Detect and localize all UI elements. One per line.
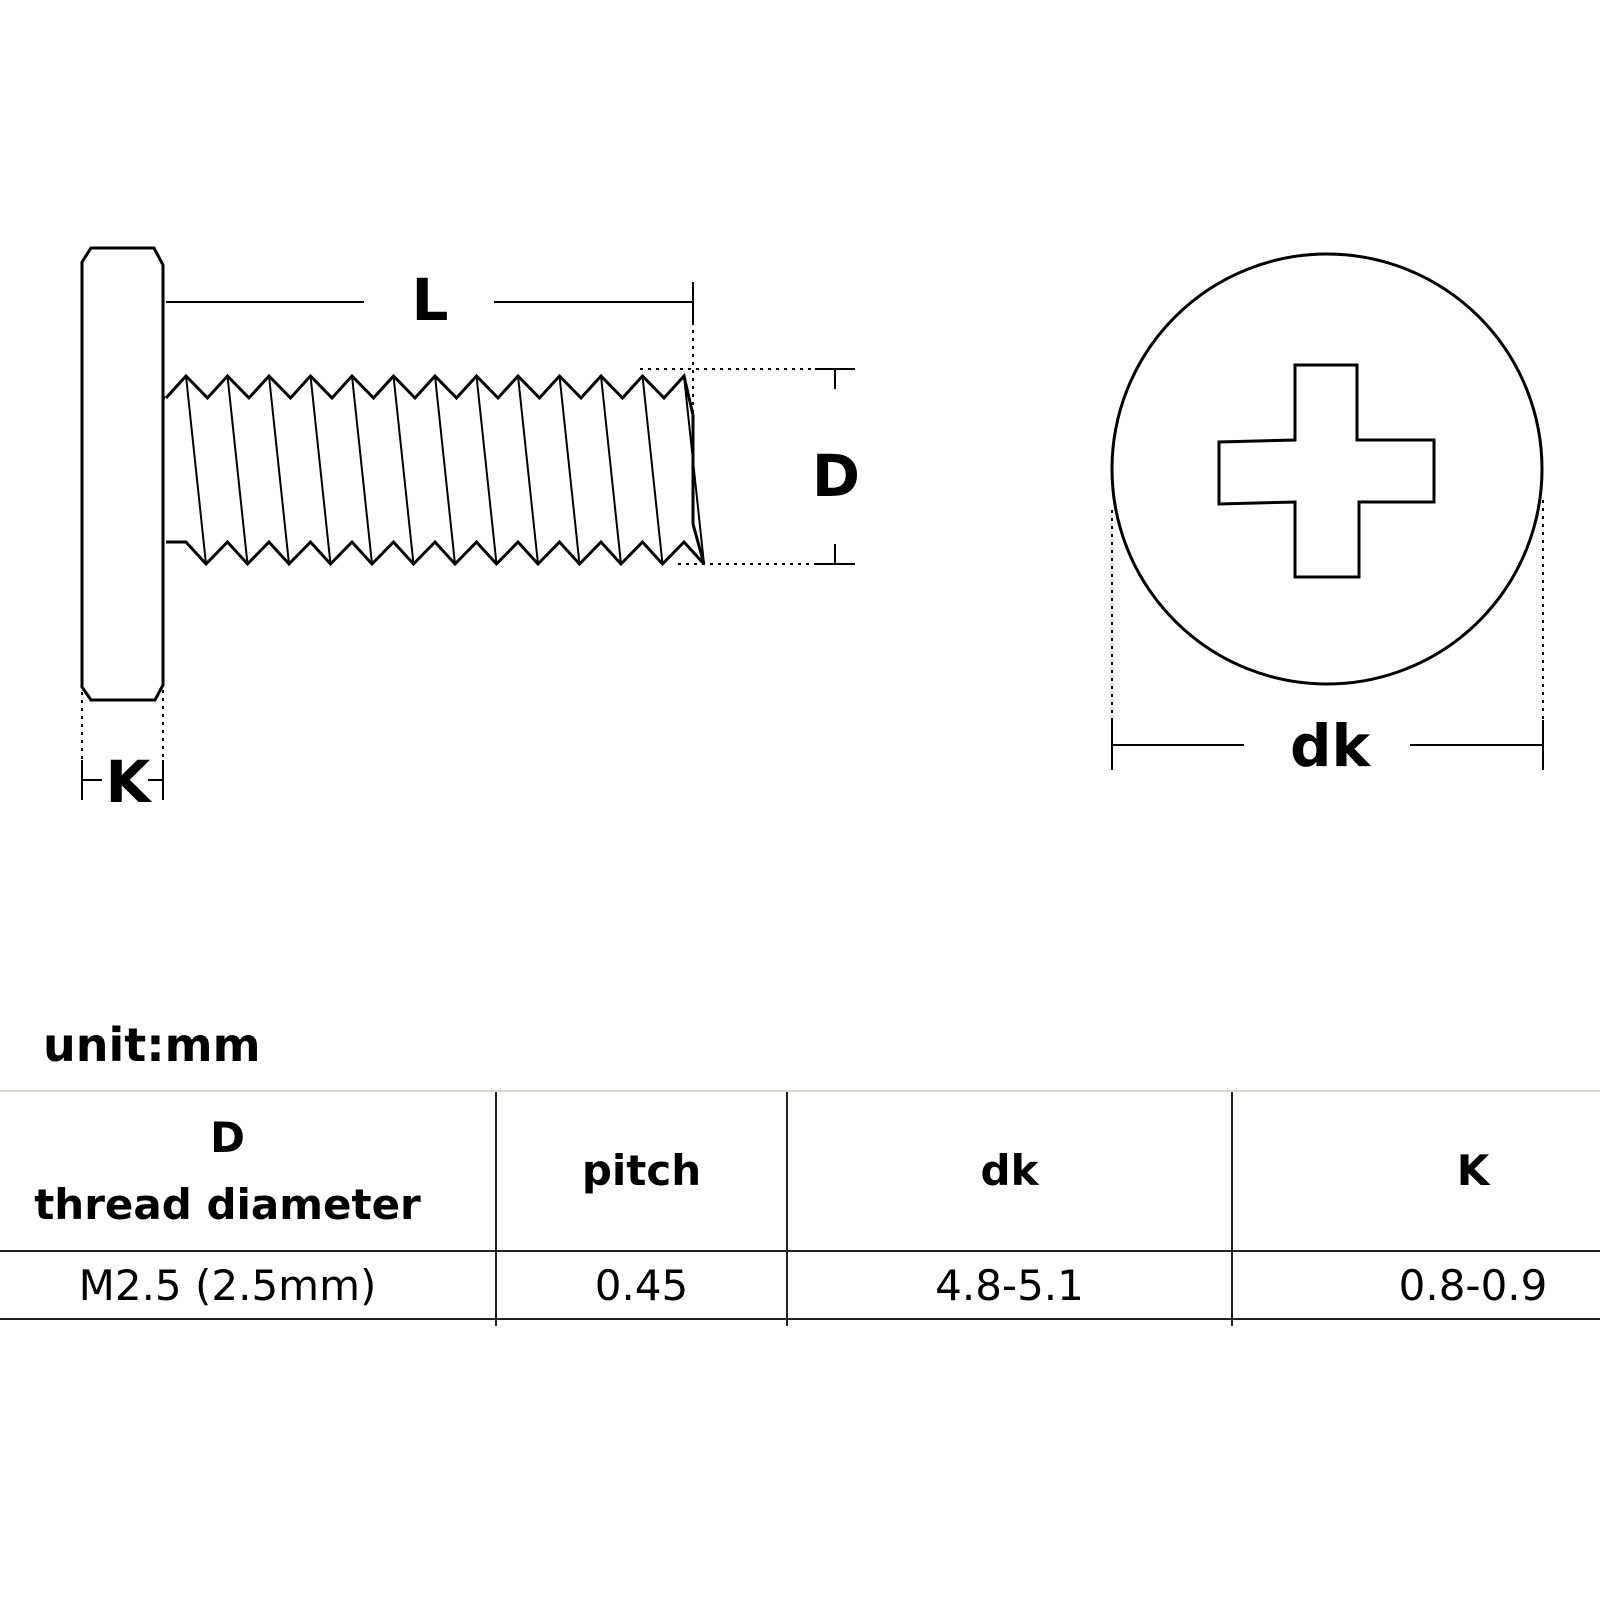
table-header-divider xyxy=(0,1250,1600,1252)
table-top-border xyxy=(0,1090,1600,1092)
cell-dk: 4.8-5.1 xyxy=(935,1260,1084,1310)
table-row: M2.5 (2.5mm) xyxy=(0,1252,455,1318)
header-symbol: D xyxy=(210,1112,245,1162)
top-view xyxy=(1110,252,1544,686)
header-text: pitch xyxy=(581,1146,702,1196)
header-pitch: pitch xyxy=(497,1092,786,1250)
table-col-divider xyxy=(1231,1092,1233,1326)
thread-flank-line xyxy=(185,375,207,565)
head-height-dimension xyxy=(81,668,164,800)
header-text: thread diameter xyxy=(34,1180,421,1229)
unit-label: unit:mm xyxy=(43,1018,261,1072)
table-cell: 0.45 xyxy=(497,1252,786,1318)
thread-flank-line xyxy=(351,375,373,565)
thread-flank-line xyxy=(268,375,290,565)
header-k: K xyxy=(1233,1092,1600,1250)
spec-table: D thread diameter pitch dk K M2.5 (2.5mm… xyxy=(0,1090,1600,1326)
thread-flank-line xyxy=(683,375,705,565)
table-cell: 4.8-5.1 xyxy=(788,1252,1231,1318)
cell-thread-diameter: M2.5 (2.5mm) xyxy=(78,1260,377,1310)
thread-flank-line xyxy=(475,375,498,565)
thread-flank-line xyxy=(517,375,539,565)
thread-flank-line xyxy=(434,375,456,565)
thread-flank-line xyxy=(392,375,415,565)
cell-pitch: 0.45 xyxy=(594,1260,689,1310)
thread-top-profile xyxy=(164,372,695,416)
length-label: L xyxy=(412,266,449,334)
table-bottom-border xyxy=(0,1318,1600,1320)
thread-bottom-profile xyxy=(166,523,706,567)
head-diameter-dimension xyxy=(1111,500,1544,770)
screw-head-side xyxy=(80,246,165,702)
phillips-cross-icon xyxy=(1217,363,1436,579)
screw-head-top xyxy=(1110,252,1544,686)
thread-flank-line xyxy=(600,375,622,565)
thread-flank-line xyxy=(226,375,249,565)
head-diameter-label: dk xyxy=(1290,712,1372,780)
head-height-label: K xyxy=(106,748,153,816)
diameter-label: D xyxy=(812,442,860,510)
table-cell: 0.8-0.9 xyxy=(1233,1252,1600,1318)
table-col-divider xyxy=(495,1092,497,1326)
header-thread-diameter: D thread diameter xyxy=(0,1092,455,1250)
cell-k: 0.8-0.9 xyxy=(1398,1260,1548,1310)
header-dk: dk xyxy=(788,1092,1231,1250)
diameter-dimension xyxy=(640,368,855,565)
thread-flanks xyxy=(185,375,705,565)
header-text: dk xyxy=(980,1146,1039,1196)
thread-flank-line xyxy=(641,375,664,565)
length-dimension xyxy=(166,282,694,415)
screw-diagram: L D K dk xyxy=(80,246,1544,816)
side-view xyxy=(80,246,706,702)
table-col-divider xyxy=(786,1092,788,1326)
thread-flank-line xyxy=(558,375,581,565)
thread-flank-line xyxy=(309,375,332,565)
header-text: K xyxy=(1456,1146,1490,1196)
